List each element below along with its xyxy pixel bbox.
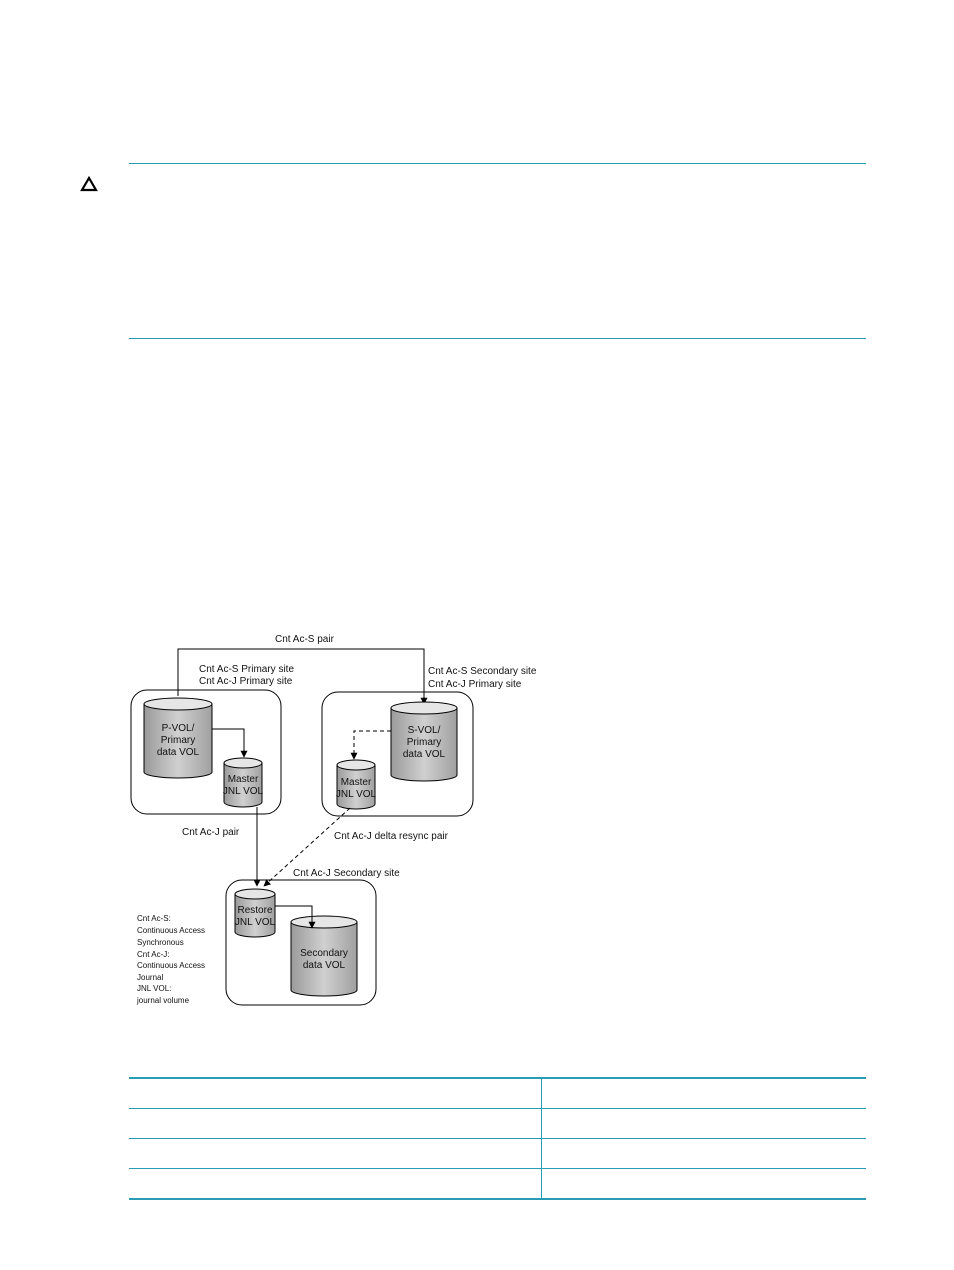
secondary-site-label-2: Cnt Ac-J Primary site: [428, 679, 522, 690]
svol-label-3: data VOL: [403, 749, 446, 760]
legend-line-8: journal volume: [136, 996, 190, 1005]
master-jnl-cylinder-2: Master JNL VOL: [336, 759, 377, 810]
legend-line-1: Cnt Ac-S:: [137, 914, 171, 923]
master2-label-1: Master: [341, 777, 372, 788]
legend-line-6: Journal: [137, 973, 163, 982]
svol-label-1: S-VOL/: [408, 725, 441, 736]
acj-secondary-site-label: Cnt Ac-J Secondary site: [293, 868, 400, 879]
pvol-label-2: Primary: [161, 735, 195, 746]
data-table: [129, 1077, 866, 1200]
table-row: [129, 1138, 866, 1169]
secondary-data-cylinder: Secondary data VOL: [290, 915, 358, 997]
acj-pair-label: Cnt Ac-J pair: [182, 827, 240, 838]
delta-resync-line: [263, 807, 351, 887]
master1-label-2: JNL VOL: [223, 786, 264, 797]
svol-to-master-dashed-arrow: [350, 730, 391, 760]
legend-line-7: JNL VOL:: [137, 984, 171, 993]
acs-pair-line: [177, 648, 428, 705]
acj-secondary-site-box: [225, 879, 377, 1006]
restore-jnl-cylinder: Restore JNL VOL: [234, 888, 276, 938]
table-cell: [129, 1138, 542, 1169]
table-cell: [541, 1138, 866, 1169]
caution-icon: [80, 176, 98, 192]
master1-label-1: Master: [228, 774, 259, 785]
restore-label-2: JNL VOL: [235, 917, 276, 928]
table-row: [129, 1168, 866, 1199]
secondary-data-label-2: data VOL: [303, 960, 346, 971]
pvol-label-1: P-VOL/: [162, 723, 195, 734]
caution-bottom-rule: [129, 338, 866, 339]
table-row: [129, 1078, 866, 1109]
table-cell: [129, 1108, 542, 1139]
table-row: [129, 1108, 866, 1139]
secondary-data-label-1: Secondary: [300, 948, 348, 959]
primary-site-label-1: Cnt Ac-S Primary site: [199, 664, 294, 675]
acs-pair-label: Cnt Ac-S pair: [275, 634, 335, 645]
pvol-cylinder: P-VOL/ Primary data VOL: [143, 697, 213, 779]
master2-label-2: JNL VOL: [336, 789, 377, 800]
pvol-to-master-arrow: [212, 728, 248, 758]
secondary-site-label-1: Cnt Ac-S Secondary site: [428, 666, 537, 677]
primary-site-label-2: Cnt Ac-J Primary site: [199, 676, 293, 687]
legend: Cnt Ac-S: Continuous Access Synchronous …: [136, 914, 205, 1005]
svol-label-2: Primary: [407, 737, 441, 748]
table-cell: [129, 1168, 542, 1199]
legend-line-5: Continuous Access: [137, 961, 205, 970]
restore-label-1: Restore: [237, 905, 272, 916]
secondary-site-box: [321, 691, 474, 817]
table-cell: [541, 1168, 866, 1199]
master-jnl-cylinder-1: Master JNL VOL: [223, 757, 264, 808]
legend-line-4: Cnt Ac-J:: [137, 950, 169, 959]
legend-line-2: Continuous Access: [137, 926, 205, 935]
table-cell: [129, 1078, 542, 1109]
table-cell: [541, 1108, 866, 1139]
primary-site-box: [130, 689, 282, 815]
legend-line-3: Synchronous: [137, 938, 184, 947]
caution-top-rule: [129, 163, 866, 164]
delta-resync-label: Cnt Ac-J delta resync pair: [334, 831, 449, 842]
restore-to-secondary-arrow: [275, 905, 316, 929]
svol-cylinder: S-VOL/ Primary data VOL: [390, 701, 458, 782]
pvol-label-3: data VOL: [157, 747, 200, 758]
table-cell: [542, 1078, 867, 1109]
